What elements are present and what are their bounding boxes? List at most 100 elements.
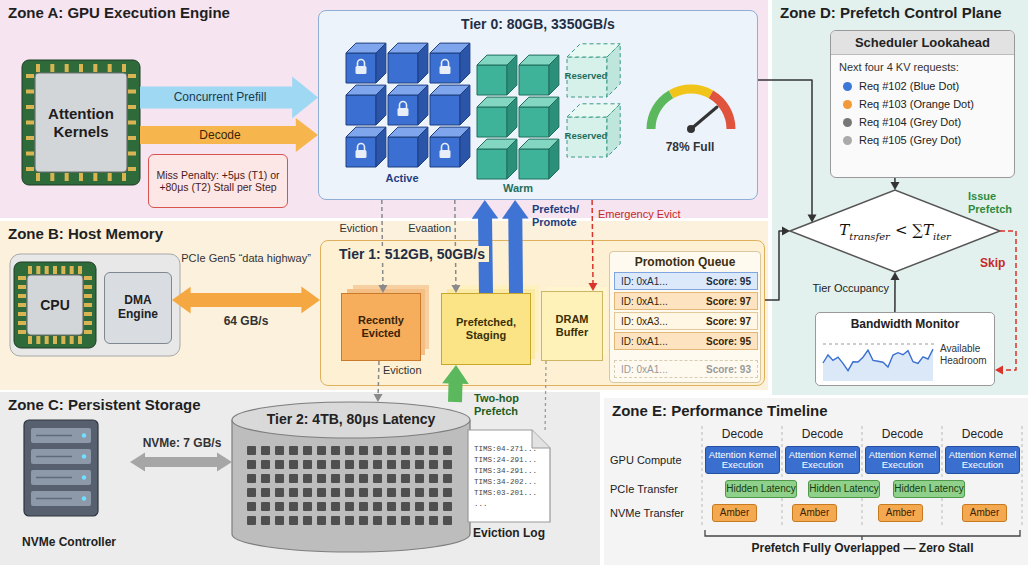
drawn-rect [387, 460, 396, 469]
drawn-rect [31, 491, 91, 506]
queue-row: ID: 0xA1...Score: 97 [614, 292, 758, 310]
box-label: Attention Kernel Execution [706, 450, 779, 471]
drawn-rect [261, 474, 270, 483]
drawn-rect [18, 303, 26, 307]
drawn-rect [128, 167, 136, 171]
drawn-rect [247, 460, 256, 469]
decision-diamond: Ttransfer< ∑Titer [790, 190, 1000, 272]
drawn-rect [122, 64, 126, 72]
log-line: TIMS:04-271... [474, 444, 537, 455]
drawn-rect [26, 136, 34, 140]
drawn-rect [289, 446, 298, 455]
drawn-rect [401, 474, 410, 483]
queue-id: ID: 0xA1... [621, 296, 668, 307]
annotation-label: 78% Full [655, 140, 725, 154]
drawn-circle [82, 496, 86, 500]
arrow-head [588, 283, 597, 291]
connector [502, 200, 529, 293]
connector-label: Tier Occupancy [801, 282, 889, 295]
connector-line [140, 126, 299, 144]
request-dot [843, 118, 852, 127]
connector-label: Eviction [326, 222, 378, 235]
formula-symbol: T [839, 221, 849, 239]
drawn-rect [26, 90, 34, 94]
drawn-path [549, 97, 559, 137]
drawn-rect [128, 74, 136, 78]
drawn-rect [53, 336, 57, 344]
drawn-rect [429, 474, 438, 483]
drawn-circle [82, 454, 86, 458]
drawn-rect [35, 73, 127, 172]
drawn-circle [687, 125, 695, 133]
drawn-path [519, 107, 549, 137]
connector-label: NVMe: 7 GB/s [134, 436, 230, 450]
queue-id: ID: 0xA1... [621, 276, 668, 287]
drawn-rect [70, 336, 74, 344]
box-label: DRAM Buffer [542, 313, 602, 338]
connector-line [894, 279, 896, 312]
drawn-rect [289, 474, 298, 483]
drawn-rect [275, 446, 284, 455]
drawn-rect [373, 488, 382, 497]
drawn-rect [61, 336, 65, 344]
annotation-label: GPU Compute [610, 454, 702, 467]
drawn-rect [331, 488, 340, 497]
drawn-line [702, 426, 703, 528]
request-label: Req #103 (Orange Dot) [859, 98, 974, 110]
request-dot [843, 136, 852, 145]
storage-cylinder: Tier 2: 4TB, 80μs Latency [232, 402, 470, 552]
timeline-block: Attention Kernel Execution [785, 446, 860, 474]
drawn-path [468, 430, 550, 522]
arrow-head [296, 118, 318, 152]
timeline-block: Attention Kernel Execution [865, 446, 940, 474]
timeline-block: Attention Kernel Execution [705, 446, 780, 474]
drawn-rect [303, 460, 312, 469]
drawn-path [418, 43, 428, 83]
zone-band: Zone A: GPU Execution EngineAttention Ke… [0, 0, 768, 218]
drawn-rect [36, 173, 40, 181]
drawn-rect [18, 294, 26, 298]
drawn-path [430, 53, 460, 83]
request-item: Req #103 (Orange Dot) [831, 95, 1014, 113]
drawn-path [549, 139, 559, 179]
box-label: Amber [800, 507, 829, 519]
annotation-label: PCIe Transfer [610, 483, 702, 496]
dma-engine-box: DMA Engine [104, 272, 172, 344]
drawn-rect [50, 173, 54, 181]
connector [451, 200, 460, 293]
queue-score: Score: 95 [706, 336, 751, 347]
connector [378, 200, 387, 293]
drawn-rect [108, 64, 112, 72]
box-label: Attention Kernels [39, 105, 123, 140]
box-label: DMA Engine [105, 294, 171, 322]
box-label: Hidden Latency [726, 483, 796, 495]
zone-title: Zone A: GPU Execution Engine [8, 4, 230, 21]
arrow-head [502, 200, 529, 219]
drawn-rect [415, 488, 424, 497]
drawn-path [607, 44, 620, 97]
panel-title: Scheduler Lookahead [831, 31, 1014, 55]
drawn-path [418, 127, 428, 167]
drawn-path [430, 95, 460, 125]
box-label: Miss Penalty: +5μs (T1) or +80μs (T2) St… [153, 169, 283, 193]
drawn-rect [359, 516, 368, 525]
connector-line [758, 80, 812, 216]
connector-label: Eviction [383, 364, 433, 377]
drawn-rect [415, 460, 424, 469]
connector [140, 77, 318, 119]
drawn-rect [18, 312, 26, 316]
drawn-circle [82, 475, 86, 479]
drawn-path [418, 85, 428, 125]
zone-band: Zone C: Persistent StorageNVMe Controlle… [0, 392, 600, 565]
drawn-rect [26, 167, 34, 171]
drawn-rect [387, 488, 396, 497]
drawn-rect [317, 502, 326, 511]
connector [172, 287, 320, 314]
drawn-path [549, 55, 559, 95]
annotation-label: Reserved [561, 70, 611, 81]
drawn-rect [84, 312, 92, 316]
drawn-path [346, 95, 376, 125]
annotation-label: Decode [865, 427, 940, 441]
box-label: Recently Evicted [342, 314, 420, 339]
